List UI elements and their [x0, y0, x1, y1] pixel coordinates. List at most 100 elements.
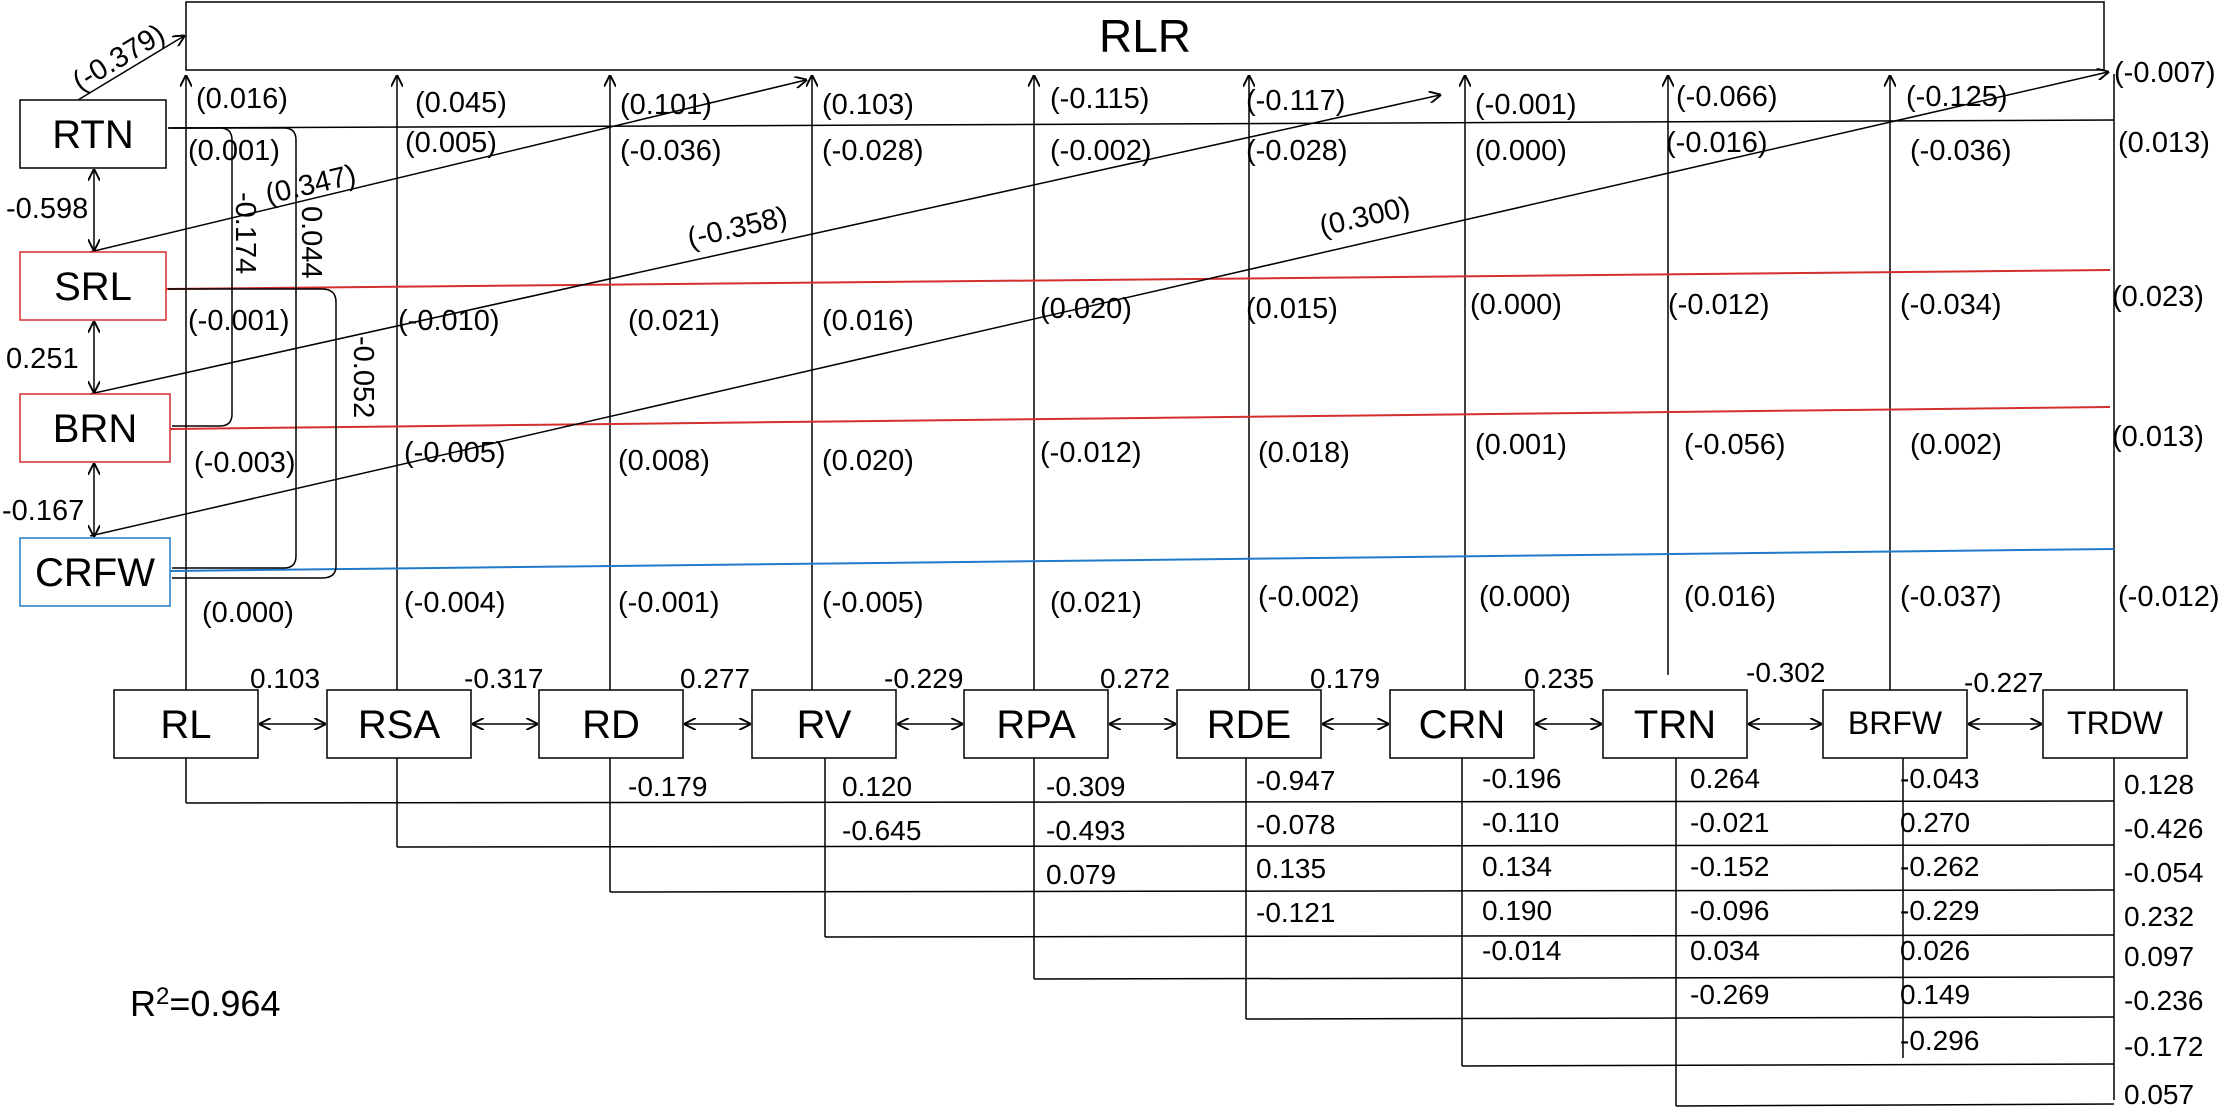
left-node-rtn-label: RTN [52, 113, 133, 157]
matrix-row-line [1461, 1063, 2115, 1067]
path-coefficient-srl: (0.021) [628, 305, 720, 337]
matrix-value-rl: -0.179 [628, 771, 707, 802]
srl-to-rv-arrow [89, 80, 806, 253]
matrix-row-line [1245, 1016, 2115, 1020]
matrix-row-line [396, 844, 2115, 848]
crfw-horizontal-line [169, 548, 2115, 572]
path-coefficient-crfw: (0.000) [202, 597, 294, 629]
path-coefficient-rtn-lower: (0.001) [188, 135, 280, 167]
srl-brn-correlation-label: 0.251 [6, 343, 79, 375]
path-coefficient-rtn-lower: (-0.036) [1910, 135, 2012, 167]
path-coefficient-crfw: (-0.001) [618, 587, 720, 619]
path-coefficient-rtn-upper: (-0.125) [1906, 81, 2008, 113]
rtn-crfw-bracket [168, 127, 297, 569]
left-node-crfw-box [19, 537, 171, 607]
matrix-value-rde: 0.149 [1900, 979, 1970, 1010]
path-coefficient-brn: (0.001) [1475, 429, 1567, 461]
bottom-node-rde-box [1176, 689, 1322, 759]
matrix-row-line [1033, 976, 2115, 980]
bottom-node-rde-label: RDE [1207, 703, 1291, 747]
path-coefficient-srl: (0.000) [1470, 289, 1562, 321]
bottom-node-rpa-label: RPA [996, 703, 1076, 747]
matrix-value-rde: -0.269 [1690, 979, 1769, 1010]
rtn-rlr-path-label: (-0.379) [67, 18, 171, 98]
path-coefficient-crfw: (-0.002) [1258, 581, 1360, 613]
matrix-value-rsa: 0.270 [1900, 807, 1970, 838]
path-coefficient-rtn-upper: (-0.001) [1475, 89, 1577, 121]
matrix-value-rsa: -0.078 [1256, 809, 1335, 840]
crfw-to-trdw-arrow [89, 72, 2108, 537]
path-coefficient-brn: (0.018) [1258, 437, 1350, 469]
matrix-value-rl: 0.264 [1690, 763, 1760, 794]
path-coefficient-rtn-lower: (0.013) [2118, 127, 2210, 159]
path-coefficient-srl: (-0.034) [1900, 289, 2002, 321]
path-coefficient-srl: (-0.010) [398, 305, 500, 337]
matrix-value-rsa: -0.110 [1482, 807, 1559, 838]
path-coefficient-brn: (0.013) [2112, 421, 2204, 453]
bottom-node-rd-label: RD [582, 703, 640, 747]
rtn-brn-correlation-label: -0.174 [229, 192, 261, 274]
adjacent-correlation-label: -0.227 [1964, 667, 2043, 698]
path-coefficient-srl: (0.016) [822, 305, 914, 337]
path-coefficient-rtn-upper: (-0.115) [1050, 83, 1149, 115]
bottom-node-rsa-box [326, 689, 472, 759]
bottom-node-brfw-box [1822, 689, 1968, 759]
bottom-node-rpa-box [963, 689, 1109, 759]
matrix-value-rsa: -0.493 [1046, 815, 1125, 846]
path-coefficient-rtn-upper: (0.045) [415, 87, 507, 119]
path-coefficient-crfw: (0.016) [1684, 581, 1776, 613]
path-coefficient-srl: (-0.012) [1668, 289, 1770, 321]
bottom-node-trn-box [1602, 689, 1748, 759]
path-coefficient-srl: (-0.001) [188, 305, 290, 337]
matrix-value-rv: -0.096 [1690, 895, 1769, 926]
bottom-node-trdw-label: TRDW [2067, 705, 2164, 741]
matrix-row-line [824, 934, 2115, 938]
srl-horizontal-line [165, 269, 2111, 290]
adjacent-correlation-label: -0.302 [1746, 657, 1825, 688]
matrix-value-rv: 0.190 [1482, 895, 1552, 926]
path-coefficient-rtn-upper: (-0.007) [2114, 57, 2216, 89]
left-node-srl-box [19, 251, 167, 321]
bottom-node-rl-box [113, 689, 259, 759]
matrix-value-crn: -0.296 [1900, 1025, 1979, 1056]
path-coefficient-crfw: (0.000) [1479, 581, 1571, 613]
matrix-value-rsa: -0.426 [2124, 813, 2203, 844]
left-node-brn-box [19, 393, 171, 463]
path-coefficient-brn: (0.020) [822, 445, 914, 477]
matrix-value-rl: -0.043 [1900, 763, 1979, 794]
adjacent-correlation-label: 0.103 [250, 663, 320, 694]
rtn-horizontal-line [171, 119, 2115, 129]
matrix-value-rpa: 0.026 [1900, 935, 1970, 966]
bottom-node-rd-box [538, 689, 684, 759]
rtn-crfw-correlation-label: 0.044 [295, 206, 327, 279]
matrix-value-trn: 0.057 [2124, 1079, 2194, 1110]
srl-crfw-correlation-label: -0.052 [347, 336, 379, 418]
brn-crn-path-label: (-0.358) [684, 201, 790, 255]
path-coefficient-rtn-lower: (-0.028) [822, 135, 924, 167]
matrix-value-rd: -0.152 [1690, 851, 1769, 882]
matrix-value-crn: -0.172 [2124, 1031, 2203, 1062]
left-node-srl-label: SRL [54, 265, 132, 309]
path-coefficient-rtn-upper: (-0.117) [1246, 85, 1345, 117]
path-coefficient-rtn-lower: (-0.002) [1050, 135, 1152, 167]
matrix-value-rl: -0.309 [1046, 771, 1125, 802]
bottom-node-trdw-box [2042, 689, 2188, 759]
path-coefficient-brn: (0.002) [1910, 429, 2002, 461]
adjacent-correlation-label: -0.317 [464, 663, 543, 694]
rlr-label: RLR [1099, 10, 1191, 62]
matrix-value-rpa: 0.034 [1690, 935, 1760, 966]
path-coefficient-brn: (-0.005) [404, 437, 506, 469]
r-squared-sup: 2 [156, 983, 169, 1010]
matrix-value-rd: 0.134 [1482, 851, 1552, 882]
matrix-value-rpa: -0.014 [1482, 935, 1561, 966]
matrix-value-rv: -0.121 [1256, 897, 1335, 928]
path-coefficient-rtn-lower: (-0.036) [620, 135, 722, 167]
matrix-row-line [1675, 1103, 2115, 1107]
bottom-node-rv-box [751, 689, 897, 759]
left-node-crfw-label: CRFW [35, 551, 155, 595]
r-squared-label: R2=0.964 [130, 983, 280, 1024]
path-coefficient-rtn-lower: (-0.016) [1666, 127, 1768, 159]
